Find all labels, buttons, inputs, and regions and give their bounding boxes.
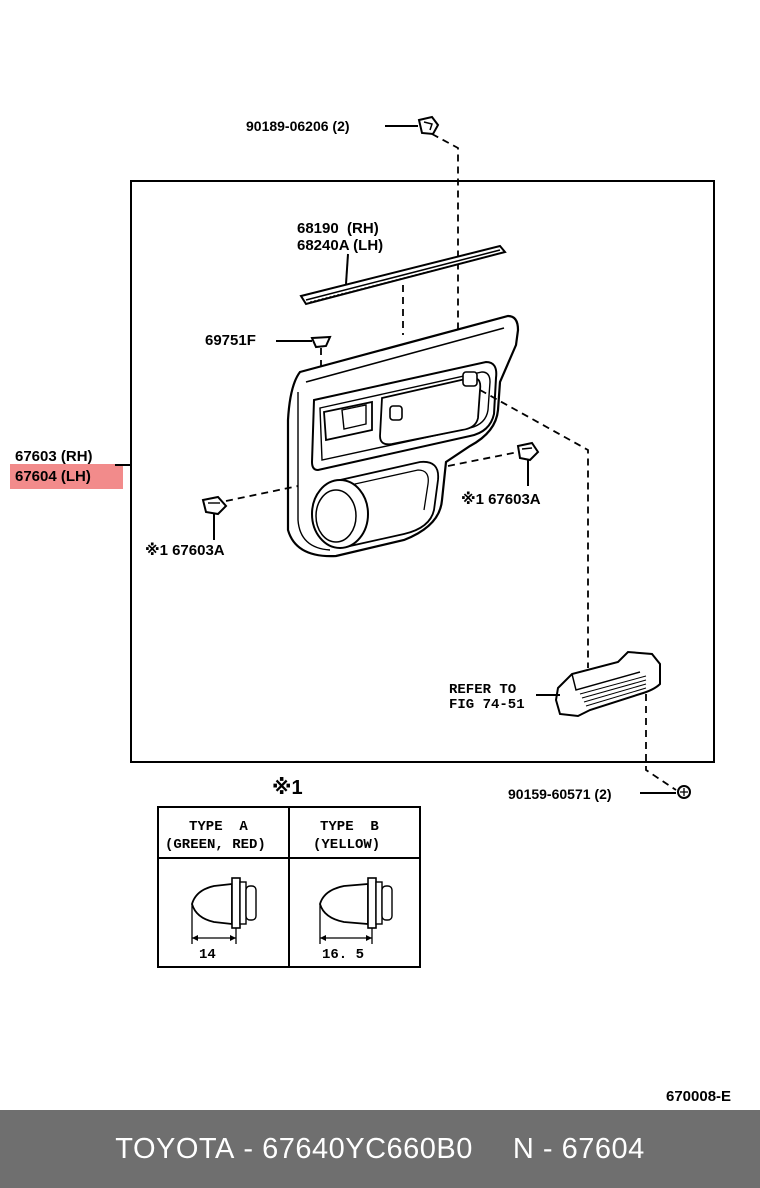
clip-right-icon — [516, 441, 540, 462]
clip-left-icon — [201, 495, 228, 516]
footer-brand: TOYOTA — [115, 1132, 235, 1165]
type-b-dimension: 16. 5 — [322, 947, 364, 963]
label-refer-line2[interactable]: FIG 74-51 — [449, 697, 525, 713]
dash-clip-left — [225, 485, 299, 502]
label-screw-top[interactable]: 90189-06206 (2) — [246, 118, 350, 134]
label-note-mark: ※1 — [272, 777, 303, 799]
label-trim-lh[interactable]: 67604 (LH) — [15, 468, 91, 485]
type-b-subtitle: (YELLOW) — [313, 837, 380, 853]
label-clip-right[interactable]: ※1 67603A — [461, 490, 541, 508]
footer-separator: - — [234, 1132, 263, 1165]
type-a-dimension: 14 — [199, 947, 216, 963]
label-screw-bottom[interactable]: 90159-60571 (2) — [508, 786, 612, 802]
label-refer-line1[interactable]: REFER TO — [449, 682, 516, 698]
screw-bottom-icon — [677, 785, 691, 799]
dash-screw-top — [431, 133, 459, 380]
type-a-clip-icon — [191, 877, 257, 944]
label-trim-rh[interactable]: 67603 (RH) — [15, 448, 93, 465]
label-weatherstrip-lh[interactable]: 68240A (LH) — [297, 237, 383, 254]
footer-part-number: 67640YC660B0 — [262, 1132, 473, 1165]
part-footer: TOYOTA - 67640YC660B0 N - 67604 — [0, 1110, 760, 1188]
label-diagram-code: 670008-E — [666, 1088, 731, 1105]
parts-diagram: 90189-06206 (2) 68190 (RH) 68240A (LH) 6… — [10, 115, 731, 1105]
armrest-part — [554, 650, 661, 718]
highlight-trim-lh — [10, 464, 123, 489]
diagram-frame — [130, 180, 715, 763]
label-clip-left[interactable]: ※1 67603A — [145, 541, 225, 559]
type-a-subtitle: (GREEN, RED) — [165, 837, 266, 853]
footer-ref: N - 67604 — [512, 1132, 645, 1165]
label-weatherstrip-rh[interactable]: 68190 (RH) — [297, 220, 379, 237]
clip-69751f-icon — [310, 335, 332, 349]
label-clip-69751f[interactable]: 69751F — [205, 332, 256, 349]
door-trim-panel — [286, 314, 520, 558]
type-a-title: TYPE A — [189, 819, 248, 835]
dash-armrest — [479, 389, 589, 668]
leader-weatherstrip — [345, 253, 349, 285]
type-b-clip-icon — [319, 877, 393, 944]
weatherstrip-part — [299, 244, 507, 306]
type-b-title: TYPE B — [320, 819, 379, 835]
dash-screw-bottom — [645, 694, 677, 791]
screw-top-icon — [417, 115, 440, 136]
